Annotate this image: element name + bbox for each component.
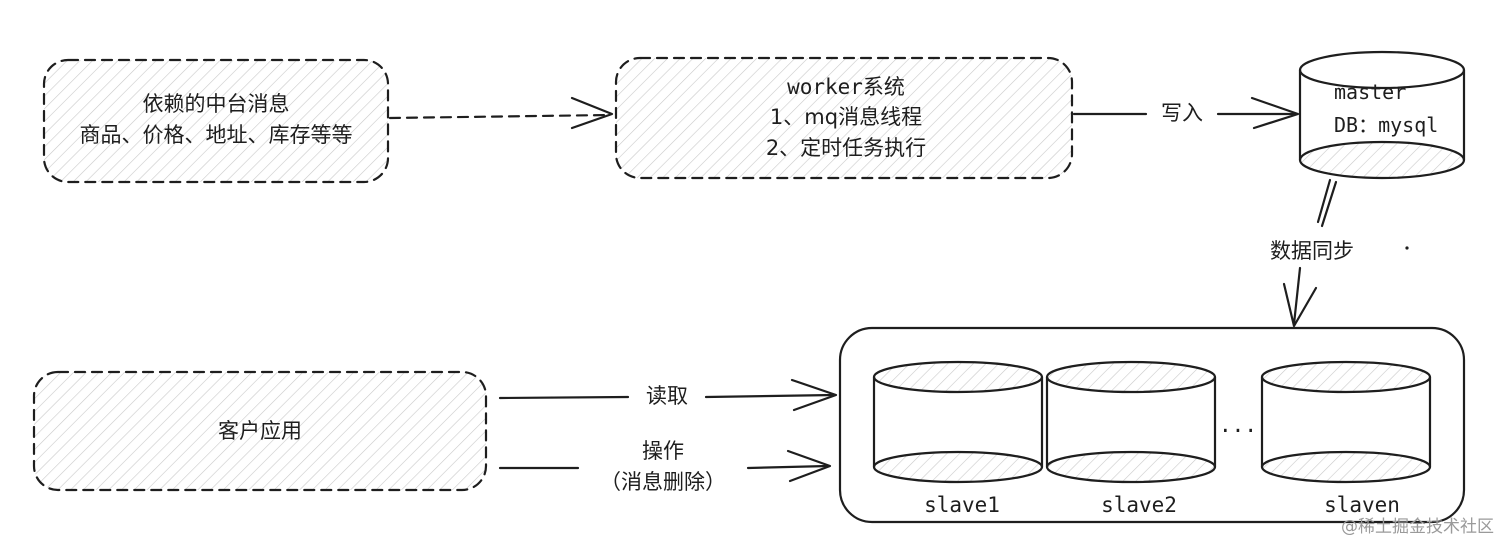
worker-task-mq: 1、mq消息线程	[770, 105, 922, 129]
slave-db-1: slave1	[872, 360, 1044, 517]
write-label: 写入	[1161, 101, 1203, 125]
sync-label: 数据同步	[1270, 239, 1354, 263]
operate-label: 操作	[642, 439, 684, 463]
arrow-write: 写入	[1072, 96, 1300, 130]
arrow-sync: 数据同步	[1270, 178, 1409, 328]
slave-db-n: slaven	[1260, 360, 1432, 517]
read-label: 读取	[646, 384, 688, 408]
arrow-dependency-to-worker	[388, 96, 614, 130]
slaves-ellipsis: ...	[1219, 413, 1257, 437]
slave-db-2: slave2	[1045, 360, 1217, 517]
master-db-type: DB：mysql	[1334, 113, 1438, 137]
dependency-title: 依赖的中台消息	[143, 92, 290, 116]
master-title: master	[1334, 80, 1406, 104]
slave-n-label: slaven	[1324, 493, 1400, 517]
watermark-text: @稀土掘金技术社区	[1341, 517, 1494, 537]
arrow-operate: 操作 （消息删除）	[498, 439, 832, 494]
slaves-container	[838, 326, 1466, 524]
slave-1-label: slave1	[924, 493, 1000, 517]
client-label: 客户应用	[218, 419, 302, 443]
worker-node: worker系统 1、mq消息线程 2、定时任务执行	[614, 56, 1074, 180]
master-db: master DB：mysql	[1298, 50, 1466, 180]
worker-task-timer: 2、定时任务执行	[766, 136, 926, 160]
operate-sublabel: （消息删除）	[600, 470, 726, 494]
dependency-subtitle: 商品、价格、地址、库存等等	[80, 123, 353, 147]
arrow-read: 读取	[498, 378, 838, 412]
worker-title: worker系统	[787, 75, 905, 99]
dependency-node: 依赖的中台消息 商品、价格、地址、库存等等	[42, 58, 390, 184]
client-node: 客户应用	[32, 370, 488, 492]
slave-2-label: slave2	[1101, 493, 1177, 517]
